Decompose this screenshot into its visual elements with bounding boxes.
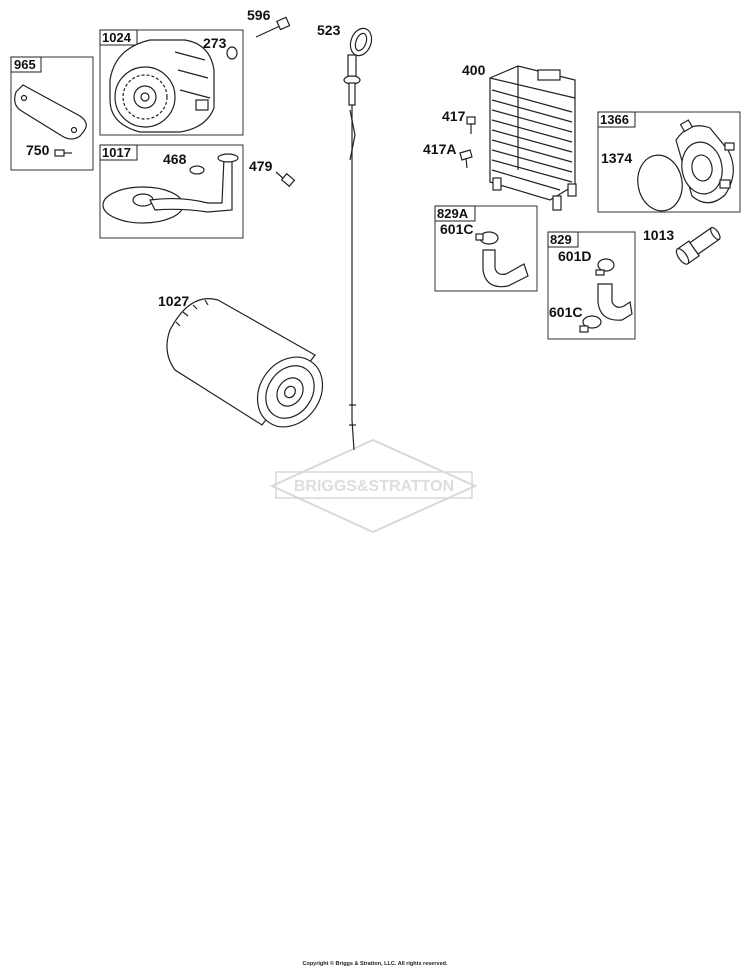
clamp-601c-b-shape xyxy=(579,315,602,333)
clamp-601c-a-shape xyxy=(475,231,499,245)
copyright-text: Copyright © Briggs & Stratton, LLC. All … xyxy=(302,961,448,967)
oring-468-shape xyxy=(189,165,205,175)
part-label-1013[interactable]: 1013 xyxy=(643,227,674,243)
adapter-1366-shape xyxy=(675,119,735,204)
hose-829-shape xyxy=(597,283,633,321)
bolt-596: 596 xyxy=(247,7,291,38)
dipstick-523: 523 xyxy=(317,22,373,451)
part-label-596[interactable]: 596 xyxy=(247,7,271,23)
screw-750-shape xyxy=(54,149,72,157)
kit-box-829: 829 601D 601C xyxy=(547,231,636,340)
part-label-479[interactable]: 479 xyxy=(249,158,273,174)
part-label-1017[interactable]: 1017 xyxy=(102,145,131,160)
oil-pickup-shape xyxy=(102,153,239,224)
hose-829a-shape xyxy=(482,249,529,288)
part-label-1024[interactable]: 1024 xyxy=(102,30,132,45)
part-label-1374[interactable]: 1374 xyxy=(601,150,632,166)
kit-box-1024: 1024 273 xyxy=(99,29,244,136)
part-label-417a[interactable]: 417A xyxy=(423,141,456,157)
fitting-1013: 1013 xyxy=(643,226,721,265)
kit-box-829a: 829A 601C xyxy=(434,205,538,292)
part-label-273[interactable]: 273 xyxy=(203,35,227,51)
oil-pump-shape xyxy=(109,39,215,133)
part-label-601c-a[interactable]: 601C xyxy=(440,221,473,237)
breather-cover-shape xyxy=(14,84,87,140)
oil-filter-1027: 1027 xyxy=(158,293,324,428)
part-label-601d[interactable]: 601D xyxy=(558,248,591,264)
part-label-601c-b[interactable]: 601C xyxy=(549,304,582,320)
part-label-523[interactable]: 523 xyxy=(317,22,341,38)
watermark-text: BRIGGS&STRATTON xyxy=(294,478,454,495)
kit-box-1017: 1017 468 xyxy=(99,144,244,239)
part-label-400[interactable]: 400 xyxy=(462,62,486,78)
part-label-1366[interactable]: 1366 xyxy=(600,112,629,127)
part-label-829[interactable]: 829 xyxy=(550,232,572,247)
kit-box-965: 965 750 xyxy=(10,56,94,171)
screw-417: 417 xyxy=(442,108,476,134)
part-label-750[interactable]: 750 xyxy=(26,142,50,158)
oring-273-shape xyxy=(226,46,238,60)
kit-box-1366: 1366 1374 xyxy=(597,111,741,213)
part-label-1027[interactable]: 1027 xyxy=(158,293,189,309)
part-label-417[interactable]: 417 xyxy=(442,108,466,124)
part-label-829a[interactable]: 829A xyxy=(437,206,469,221)
part-label-965[interactable]: 965 xyxy=(14,57,36,72)
clamp-601d-shape xyxy=(595,258,615,276)
oil-cooler-400: 400 xyxy=(462,62,577,211)
part-label-468[interactable]: 468 xyxy=(163,151,187,167)
screw-417a: 417A xyxy=(423,141,473,169)
brand-watermark: BRIGGS&STRATTON xyxy=(269,438,478,534)
oring-1374-shape xyxy=(637,154,683,212)
screw-479: 479 xyxy=(249,158,296,188)
